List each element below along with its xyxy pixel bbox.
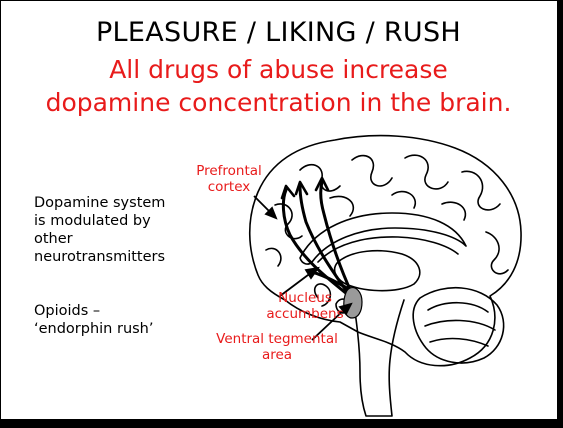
label-line: Ventral tegmental xyxy=(203,331,351,347)
label-nucleus-accumbens: Nucleus accumbens xyxy=(264,290,346,322)
gyrus xyxy=(462,171,500,210)
label-prefrontal-cortex: Prefrontal cortex xyxy=(194,163,264,195)
gyrus xyxy=(330,196,353,216)
gyrus xyxy=(352,156,392,186)
dopamine-pathway xyxy=(300,186,350,296)
label-line: accumbens xyxy=(264,306,346,322)
gyrus xyxy=(266,248,281,266)
cerebellum-fold xyxy=(428,303,488,312)
gyrus xyxy=(442,202,465,220)
label-line: area xyxy=(203,347,351,363)
gyrus xyxy=(392,192,415,208)
label-line: Prefrontal xyxy=(194,163,264,179)
gyrus xyxy=(486,232,508,274)
pathway-arrowhead xyxy=(282,186,294,198)
gyrus xyxy=(405,155,448,189)
cerebellum-fold xyxy=(425,320,495,330)
slide-border-right xyxy=(557,0,563,428)
label-ventral-tegmental-area: Ventral tegmental area xyxy=(203,331,351,363)
label-line: cortex xyxy=(194,179,264,195)
slide-border-bottom xyxy=(0,419,563,428)
cerebellum-fold xyxy=(430,339,488,346)
label-line: Nucleus xyxy=(264,290,346,306)
